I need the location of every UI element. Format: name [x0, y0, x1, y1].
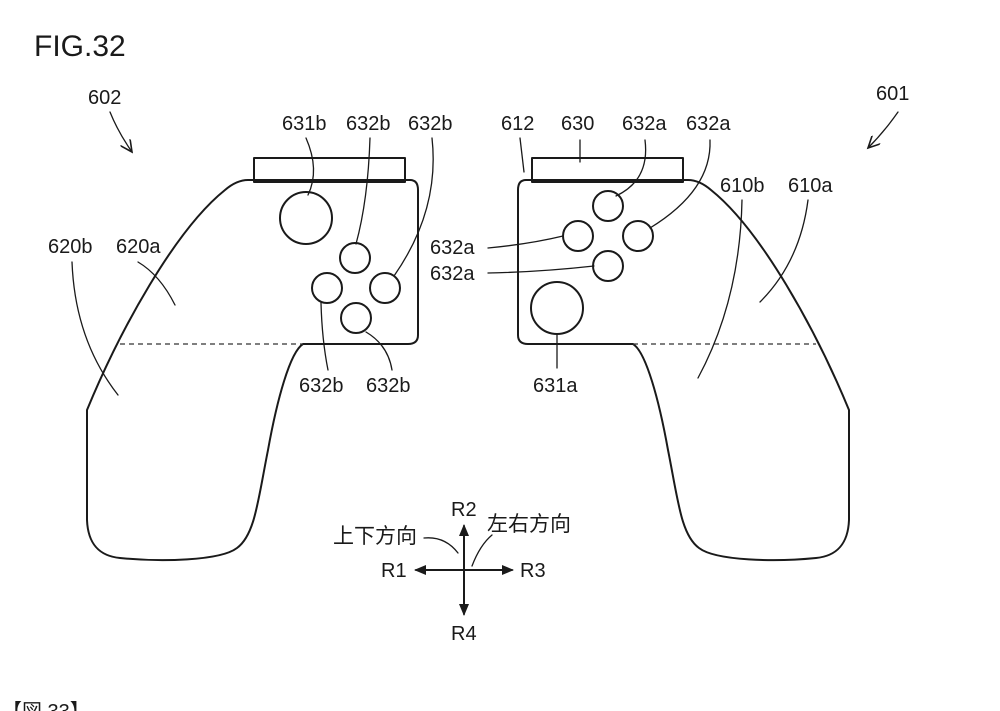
left-button-left — [311, 272, 343, 304]
label-620b: 620b — [48, 236, 93, 258]
label-horizontal-direction: 左右方向 — [487, 513, 571, 536]
leader-610b — [697, 199, 743, 379]
right-button-right — [622, 220, 654, 252]
leader-632b-bot1 — [320, 302, 329, 371]
left-controller-body — [86, 179, 419, 562]
right-button-top — [592, 190, 624, 222]
reference-labels: 602 601 631b 632b 632b 612 630 632a 632a… — [48, 83, 909, 397]
leader-632b-top1 — [355, 137, 371, 245]
right-controller-body — [517, 179, 850, 562]
label-632a-top1: 632a — [622, 113, 667, 135]
right-button-bottom — [592, 250, 624, 282]
leader-632a-mid2 — [487, 265, 595, 274]
label-610b: 610b — [720, 175, 765, 197]
left-button-bottom — [340, 302, 372, 334]
label-610a: 610a — [788, 175, 833, 197]
label-601: 601 — [876, 83, 909, 105]
label-631a: 631a — [533, 375, 578, 397]
next-figure-caption: 【図 33】 — [2, 701, 90, 711]
label-620a: 620a — [116, 236, 161, 258]
label-632b-bot2: 632b — [366, 375, 411, 397]
label-632b-top2: 632b — [408, 113, 453, 135]
left-controller-rail — [253, 157, 406, 183]
label-630: 630 — [561, 113, 594, 135]
label-632b-bot1: 632b — [299, 375, 344, 397]
leader-lines — [71, 111, 899, 567]
leader-601 — [868, 111, 899, 148]
label-r4: R4 — [451, 623, 477, 645]
label-r3: R3 — [520, 560, 546, 582]
label-632a-top2: 632a — [686, 113, 731, 135]
leader-620b — [71, 261, 119, 396]
leader-vertical-direction — [423, 537, 459, 554]
label-r1: R1 — [381, 560, 407, 582]
label-602: 602 — [88, 87, 121, 109]
right-button-left — [562, 220, 594, 252]
left-controller — [86, 157, 419, 562]
label-632a-mid1: 632a — [430, 237, 475, 259]
right-controller — [517, 157, 850, 562]
label-612: 612 — [501, 113, 534, 135]
leader-632a-mid1 — [487, 235, 564, 249]
label-632b-top1: 632b — [346, 113, 391, 135]
right-controller-rail — [531, 157, 684, 183]
leader-620a — [137, 261, 176, 306]
leader-632b-top2 — [393, 137, 434, 277]
leader-610a — [759, 199, 809, 303]
label-r2: R2 — [451, 499, 477, 521]
leader-612 — [519, 137, 525, 173]
label-vertical-direction: 上下方向 — [333, 525, 417, 548]
leader-632a-top2 — [649, 139, 711, 229]
left-analog-stick — [279, 191, 333, 245]
leader-horizontal-direction — [471, 534, 493, 567]
leader-632a-top1 — [615, 139, 647, 197]
left-button-top — [339, 242, 371, 274]
leader-602 — [109, 111, 132, 152]
direction-indicator: R2 R4 R1 R3 上下方向 左右方向 — [333, 499, 571, 645]
label-631b: 631b — [282, 113, 327, 135]
left-button-right — [369, 272, 401, 304]
label-632a-mid2: 632a — [430, 263, 475, 285]
leader-631b — [305, 137, 315, 196]
figure-title: FIG.32 — [34, 30, 126, 63]
leader-632b-bot2 — [365, 331, 393, 371]
right-analog-stick — [530, 281, 584, 335]
